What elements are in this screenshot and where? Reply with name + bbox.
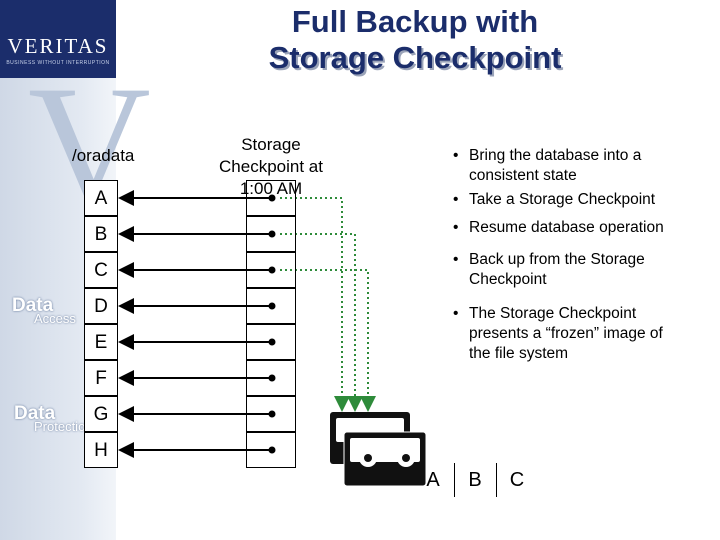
checkpoint-cell-b [246,216,296,252]
bullet-5-line-2: presents a “frozen” image of [469,325,663,342]
bullet-2: • Take a Storage Checkpoint [453,190,703,210]
backup-dotted-lines [280,197,376,412]
fs-block-d: D [84,288,118,324]
logo-band: VERITAS BUSINESS WITHOUT INTERRUPTION [0,0,116,78]
tape-cartridge-front [343,431,427,487]
fs-block-g: G [84,396,118,432]
backup-block-a: A [412,463,455,497]
checkpoint-label-line-3: 1:00 AM [239,179,303,198]
logo-tagline: BUSINESS WITHOUT INTERRUPTION [6,60,110,66]
dot-e [268,338,276,346]
bullet-3-line-1: Resume database operation [469,219,664,236]
sidebar-data-protection-sub: Protection [34,419,93,434]
checkpoint-cell-e [246,324,296,360]
dotted-line-c [280,269,376,412]
checkpoint-cell-f [246,360,296,396]
checkpoint-cell-a [246,180,296,216]
dot-f [268,374,276,382]
bullet-4-line-2: Checkpoint [469,271,547,288]
bullet-1-line-1: Bring the database into a [469,147,642,164]
checkpoint-label-line-1: Storage [241,135,301,154]
checkpoint-cell-d [246,288,296,324]
checkpoint-label-line-2: Checkpoint at [219,157,323,176]
bullet-5: • The Storage Checkpoint presents a “fro… [453,304,703,364]
fs-block-c: C [84,252,118,288]
bullet-1-line-2: consistent state [469,167,577,184]
mount-point-label: /oradata [72,146,135,165]
bullet-5-line-1: The Storage Checkpoint [469,305,637,322]
slide-title: Full Backup with Storage Checkpoint [200,4,630,76]
sidebar-data-protection-word: Data [14,403,56,424]
sidebar-data-access-sub: Access [34,311,76,326]
fs-block-e: E [84,324,118,360]
block-dots [268,194,276,454]
dot-b [268,230,276,238]
bullet-1: • Bring the database into a consistent s… [453,146,703,186]
fs-block-h: H [84,432,118,468]
fs-block-b: B [84,216,118,252]
backup-block-b: B [454,463,497,497]
dot-c [268,266,276,274]
backup-block-c: C [509,469,525,491]
bullet-3: • Resume database operation [453,218,703,238]
title-line-1: Full Backup with [291,4,539,39]
title-line-2: Storage Checkpoint [268,40,562,75]
fs-block-a: A [84,180,118,216]
fs-block-f: F [84,360,118,396]
checkpoint-cell-h [246,432,296,468]
dot-h [268,446,276,454]
bullet-4-line-1: Back up from the Storage [469,251,645,268]
bullet-2-line-1: Take a Storage Checkpoint [469,191,656,208]
sidebar-data-access-word: Data [12,295,54,316]
checkpoint-label: Storage Checkpoint at 1:00 AM [196,134,346,200]
dot-g [268,410,276,418]
dot-a [268,194,276,202]
checkpoint-cell-g [246,396,296,432]
bullet-4: • Back up from the Storage Checkpoint [453,250,703,290]
dotted-line-a [280,197,350,412]
checkpoint-cell-c [246,252,296,288]
bullet-5-line-3: the file system [469,345,569,362]
veritas-logo: VERITAS [7,34,109,58]
dot-d [268,302,276,310]
dotted-line-b [280,233,363,412]
